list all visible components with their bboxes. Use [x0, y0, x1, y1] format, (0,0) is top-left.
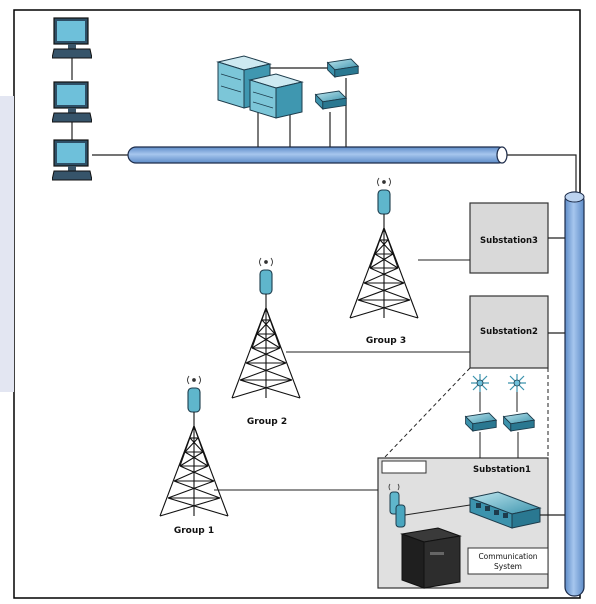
communication-system-label-line1: Communication	[478, 552, 537, 561]
substation1-tab	[381, 460, 427, 474]
substation3-label: Substation3	[480, 236, 538, 246]
server-cluster-icon	[216, 55, 347, 147]
router-icon	[315, 90, 347, 110]
pipe-top-cap	[564, 191, 585, 203]
group1-label: Group 1	[174, 526, 214, 536]
antenna-icon	[388, 483, 406, 528]
communication-system-label-box	[467, 547, 549, 575]
vertical-bus-pipe	[564, 191, 585, 597]
substation2-box	[469, 295, 549, 369]
pipe-end	[496, 146, 508, 164]
group3-label: Group 3	[366, 336, 406, 346]
router-icon	[465, 412, 497, 432]
left-panel	[0, 96, 14, 392]
sensor-icon	[471, 374, 489, 412]
network-switch-icon	[468, 491, 542, 529]
workstation-icon	[52, 81, 92, 123]
horizontal-bus-pipe	[127, 146, 507, 164]
workstation-icon	[52, 139, 92, 181]
workstation-icon	[52, 17, 92, 59]
sensor-icon	[508, 374, 526, 412]
bus-to-vertical-link	[507, 154, 577, 192]
router-icon	[503, 412, 535, 432]
substation2-label: Substation2	[480, 327, 538, 337]
router-icon	[327, 58, 359, 78]
ups-device-icon	[400, 527, 462, 589]
substation3-box	[469, 202, 549, 274]
group2-label: Group 2	[247, 417, 287, 427]
antenna-to-switch	[404, 504, 471, 516]
substation1-label: Substation1	[473, 465, 531, 475]
communication-system-label-line2: System	[494, 562, 522, 571]
